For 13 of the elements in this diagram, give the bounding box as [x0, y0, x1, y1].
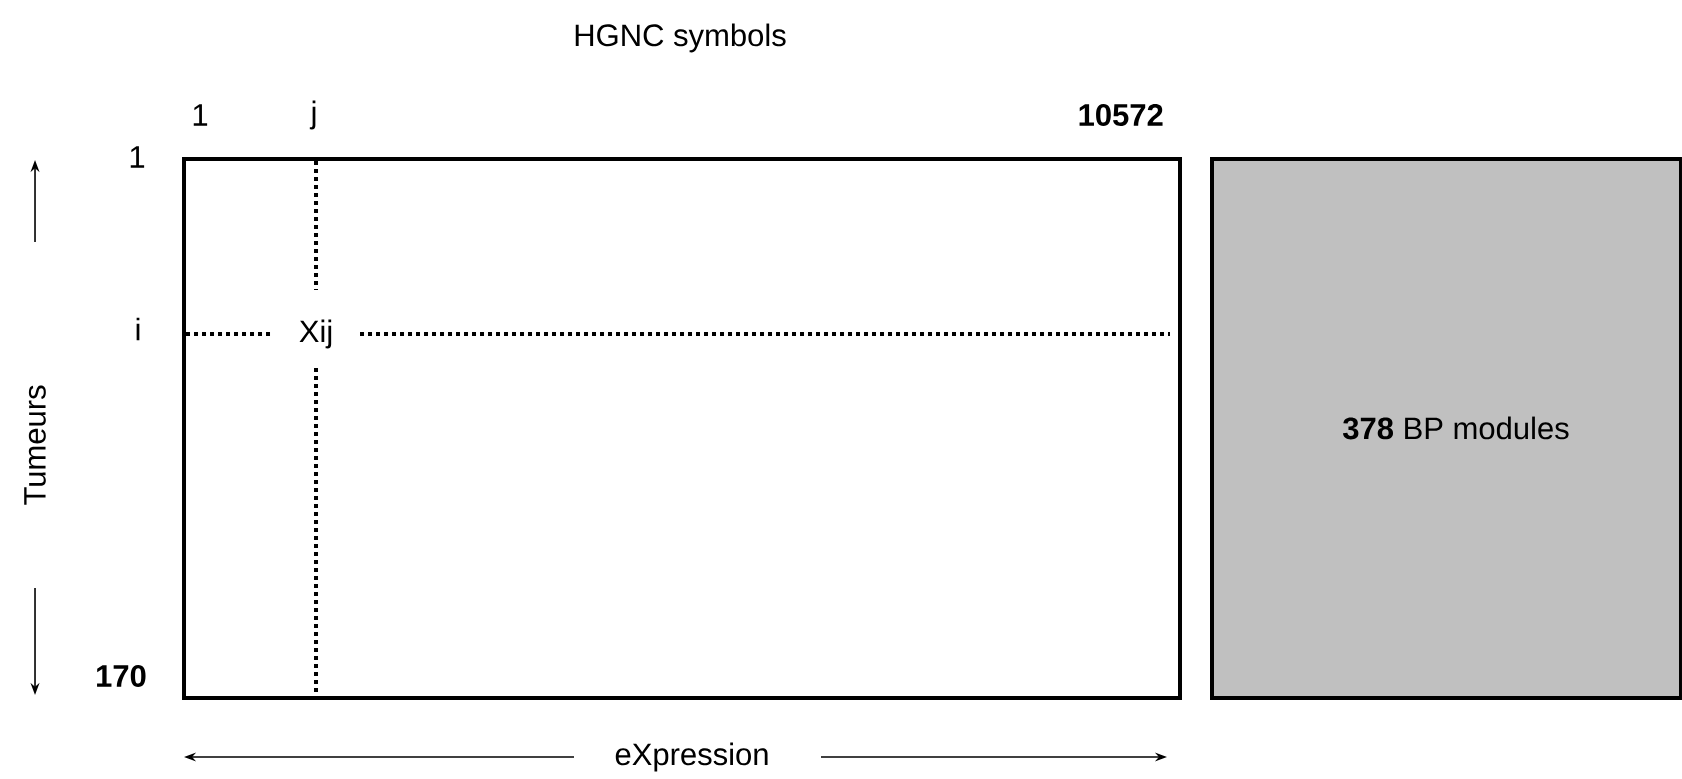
- matrix-box: [182, 157, 1182, 700]
- row-index: 1: [130, 146, 145, 168]
- cell-label: Xij: [296, 317, 336, 351]
- module-box: [1210, 157, 1682, 700]
- axis-title: Tumeurs: [24, 385, 46, 505]
- axis-title: HGNC symbols: [575, 23, 786, 53]
- box-label: 378 BP modules: [1342, 416, 1569, 440]
- column-index: 10572: [1079, 104, 1163, 126]
- column-index: j: [309, 100, 316, 130]
- axis-title: eXpression: [611, 739, 773, 775]
- column-index: 1: [193, 104, 208, 126]
- row-index: i: [136, 317, 140, 341]
- row-index: 170: [97, 665, 146, 687]
